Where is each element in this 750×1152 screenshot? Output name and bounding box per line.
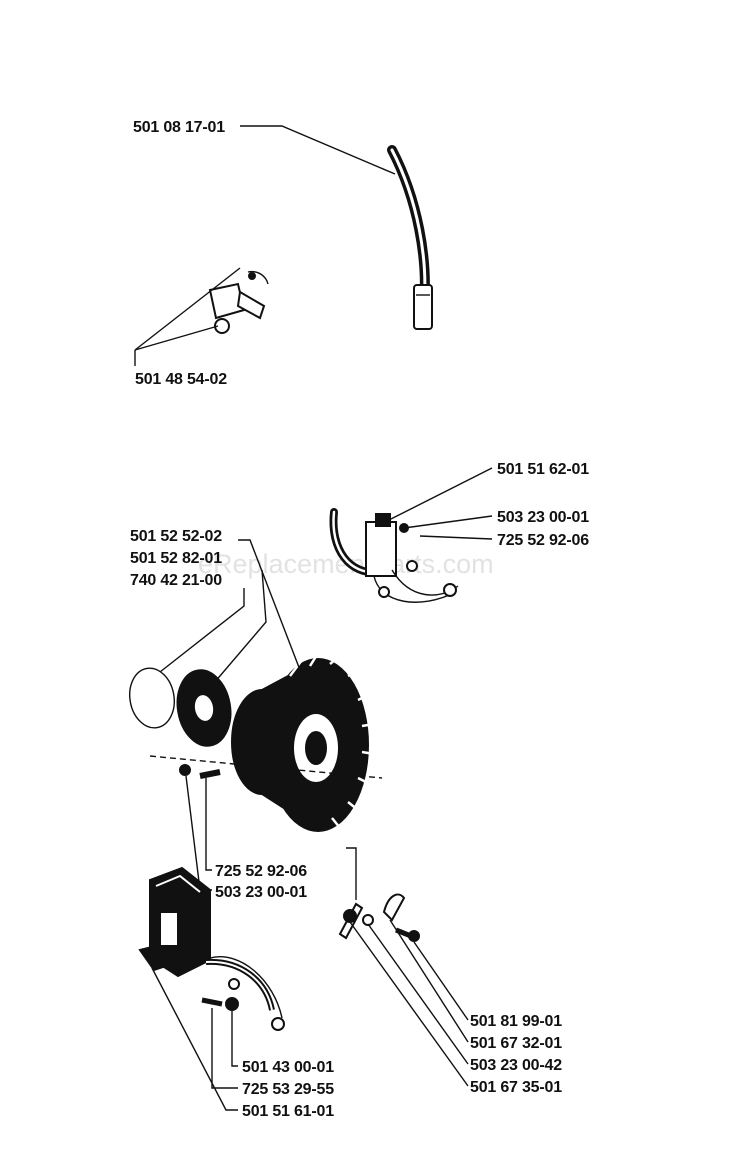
- flywheel-cover-drawing: [176, 669, 232, 747]
- leader-flywheel-alt: [207, 569, 267, 691]
- leader-module-screw: [419, 535, 493, 540]
- label-pickup-clip: 501 81 99-01: [470, 1013, 562, 1030]
- label-coil-nut: 501 43 00-01: [242, 1059, 334, 1076]
- flywheel-axis: [149, 755, 383, 779]
- ignition-lead-drawing: [387, 145, 433, 330]
- leader-coil-screw: [211, 1008, 238, 1089]
- label-ignition-lead: 501 08 17-01: [133, 119, 225, 136]
- leader-flywheel-to-bracket: [346, 847, 357, 900]
- leader-plug-cap-b: [134, 325, 219, 351]
- leader-pickup-clip: [413, 941, 469, 1021]
- leader-pickup-spacer: [389, 919, 469, 1043]
- flywheel-drawing: [231, 649, 375, 832]
- label-flywheel: 501 52 52-02: [130, 528, 222, 545]
- spark-plug-cap-drawing: [208, 270, 269, 334]
- leader-ignition-module: [384, 467, 493, 523]
- label-pickup-bracket: 501 67 35-01: [470, 1079, 562, 1096]
- leader-module-washer: [403, 515, 493, 529]
- leader-flywheel-washer: [185, 775, 212, 891]
- label-flywheel-washer: 503 23 00-01: [215, 884, 307, 901]
- label-o-ring: 740 42 21-00: [130, 572, 222, 589]
- label-coil: 501 51 61-01: [242, 1103, 334, 1120]
- label-module-washer-top: 503 23 00-01: [497, 509, 589, 526]
- label-ignition-module: 501 51 62-01: [497, 461, 589, 478]
- label-flywheel-screw: 725 52 92-06: [215, 863, 307, 880]
- leader-flywheel: [238, 539, 301, 671]
- label-flywheel-alt: 501 52 82-01: [130, 550, 222, 567]
- label-pickup-spacer: 501 67 32-01: [470, 1035, 562, 1052]
- label-pickup-washer: 503 23 00-42: [470, 1057, 562, 1074]
- leader-pickup-washer: [367, 923, 469, 1065]
- ignition-coil-drawing: [138, 866, 285, 1031]
- label-coil-screw: 725 53 29-55: [242, 1081, 334, 1098]
- leader-ignition-lead: [240, 125, 396, 175]
- leader-coil: [151, 967, 238, 1111]
- leader-flywheel-screw: [205, 778, 212, 871]
- ignition-module-drawing: [329, 508, 459, 603]
- o-ring-drawing: [129, 667, 175, 729]
- leader-coil-nut: [231, 1010, 238, 1067]
- pickup-bracket-drawing: [338, 893, 420, 942]
- label-spark-plug-cap: 501 48 54-02: [135, 371, 227, 388]
- label-module-screw-top: 725 52 92-06: [497, 532, 589, 549]
- leader-pickup-bracket: [349, 921, 469, 1087]
- flywheel-fasteners-drawing: [179, 764, 221, 779]
- leader-o-ring: [159, 588, 245, 673]
- leader-plug-cap-a: [134, 267, 241, 351]
